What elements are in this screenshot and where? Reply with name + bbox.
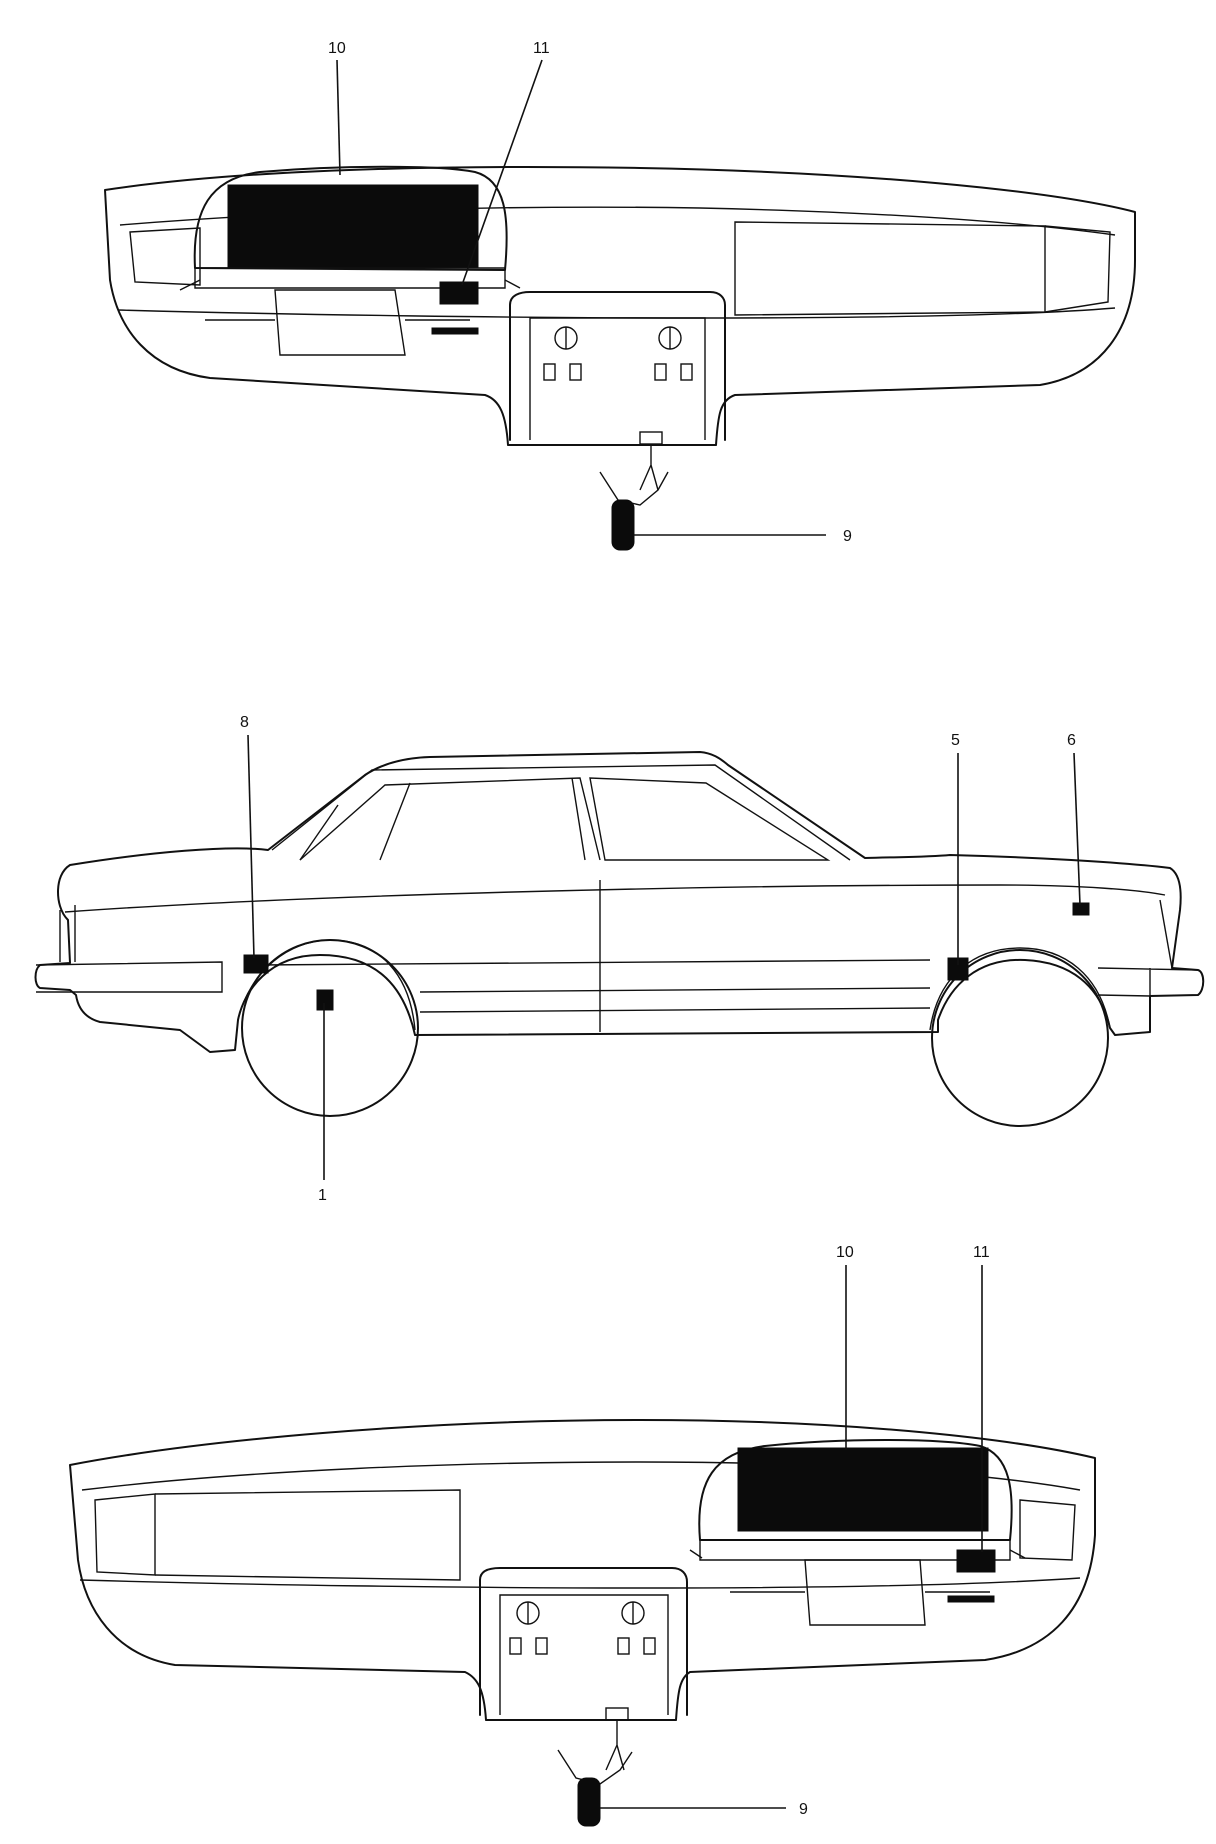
car-side-view — [34, 751, 1205, 1127]
callout-label: 11 — [973, 1244, 990, 1261]
sensor-6 — [1072, 902, 1090, 916]
instrument-binnacle — [698, 1439, 1013, 1541]
instrument-screen — [227, 184, 479, 269]
car-body-outline — [34, 751, 1205, 1053]
dashboard-outline — [104, 166, 1136, 446]
dashboard-outline — [69, 1419, 1096, 1721]
switch-block-11 — [439, 281, 479, 305]
centre-console — [509, 291, 726, 441]
sensor-1 — [316, 989, 334, 1011]
callout-label: 11 — [533, 40, 550, 57]
dashboard-rhd-view — [69, 1419, 1096, 1827]
instrument-binnacle — [193, 165, 508, 271]
callout-label: 1 — [318, 1187, 327, 1204]
callout-label: 5 — [951, 732, 960, 749]
callout-label: 10 — [328, 40, 346, 57]
sensor-8 — [243, 954, 269, 974]
centre-console — [479, 1567, 688, 1716]
dashboard-lhd-view — [104, 165, 1136, 551]
pedal-switch-9 — [577, 1777, 601, 1827]
callouts-bottom: 10 11 9 — [600, 1244, 990, 1818]
callout-label: 10 — [836, 1244, 854, 1261]
callout-label: 9 — [843, 528, 852, 545]
callouts-top: 10 11 9 — [328, 40, 852, 545]
callout-label: 9 — [799, 1801, 808, 1818]
switch-block-11 — [956, 1549, 996, 1573]
callouts-car: 8 1 5 6 — [240, 714, 1081, 1204]
rear-wheel — [931, 949, 1109, 1127]
callout-label: 8 — [240, 714, 249, 731]
instrument-screen — [737, 1447, 989, 1532]
pedal-switch-9 — [611, 499, 635, 551]
callout-label: 6 — [1067, 732, 1076, 749]
